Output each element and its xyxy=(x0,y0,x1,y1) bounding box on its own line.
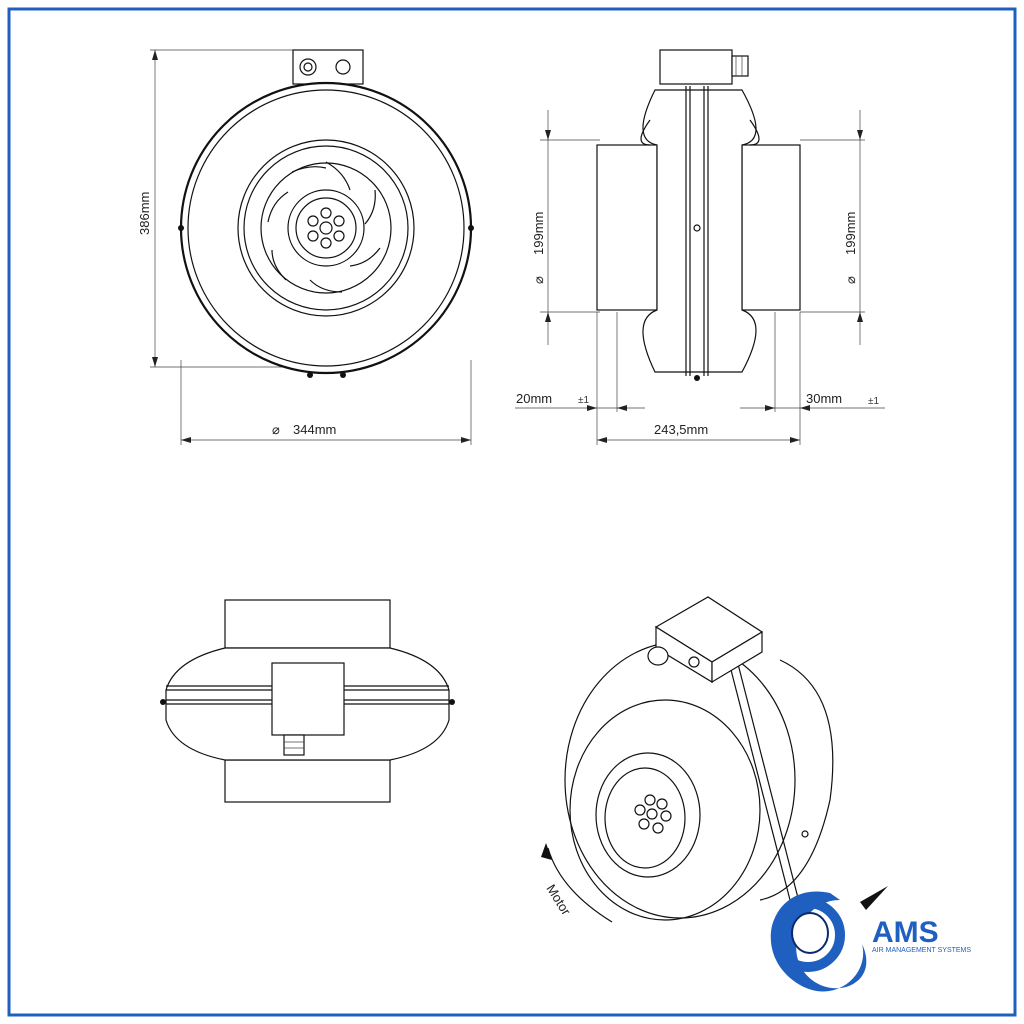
front-view: 386mm xyxy=(137,49,474,445)
dim-duct-right-symbol: ⌀ xyxy=(843,276,858,284)
dim-length: 243,5mm xyxy=(654,422,708,437)
dim-width: 344mm xyxy=(293,422,336,437)
side-view: 199mm ⌀ 199mm ⌀ 20mm ±1 30mm ±1 243,5mm xyxy=(515,49,885,445)
dim-spigot-right: 30mm xyxy=(806,391,842,406)
dim-height: 386mm xyxy=(137,192,152,235)
hub-holes xyxy=(307,207,345,249)
dim-spigot-left: 20mm xyxy=(516,391,552,406)
isometric-view: Motor xyxy=(541,596,834,923)
ams-logo: AMS AIR MANAGEMENT SYSTEMS xyxy=(770,886,971,992)
dim-width-symbol: ⌀ xyxy=(272,422,280,437)
tol-right: ±1 xyxy=(868,396,879,407)
logo-tagline: AIR MANAGEMENT SYSTEMS xyxy=(872,947,971,954)
top-view xyxy=(160,599,455,803)
dim-duct-left-symbol: ⌀ xyxy=(531,276,546,284)
logo-name: AMS xyxy=(872,916,939,949)
tol-left: ±1 xyxy=(578,395,589,406)
sheet-frame xyxy=(7,7,1017,1017)
dim-duct-left: 199mm xyxy=(531,212,546,255)
dim-duct-right: 199mm xyxy=(843,212,858,255)
